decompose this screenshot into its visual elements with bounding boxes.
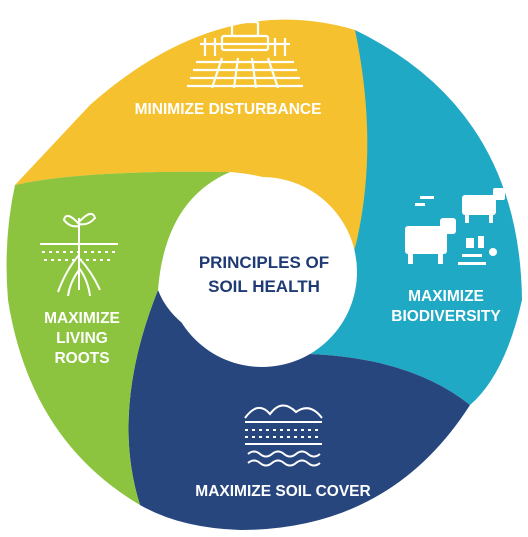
- label-living-roots-line1: MAXIMIZE: [44, 310, 120, 327]
- livestock-crops-icon: [405, 188, 505, 265]
- plant-roots-icon: [40, 212, 118, 297]
- center-circle: [167, 177, 357, 367]
- segment-maximize-living-roots: [6, 171, 230, 505]
- soil-layers-icon: [244, 404, 323, 467]
- tractor-tilling-icon: [187, 18, 303, 89]
- label-living-roots-line3: ROOTS: [54, 350, 109, 367]
- label-minimize-disturbance: MINIMIZE DISTURBANCE: [135, 101, 322, 118]
- label-maximize-soil-cover: MAXIMIZE SOIL COVER: [195, 483, 370, 500]
- label-living-roots-line2: LIVING: [56, 330, 108, 347]
- center-title-line1: PRINCIPLES OF: [199, 253, 329, 272]
- segment-minimize-disturbance: [15, 19, 378, 260]
- label-biodiversity-line1: MAXIMIZE: [408, 288, 484, 305]
- center-title-line2: SOIL HEALTH: [208, 277, 320, 296]
- label-biodiversity-line2: BIODIVERSITY: [391, 308, 501, 325]
